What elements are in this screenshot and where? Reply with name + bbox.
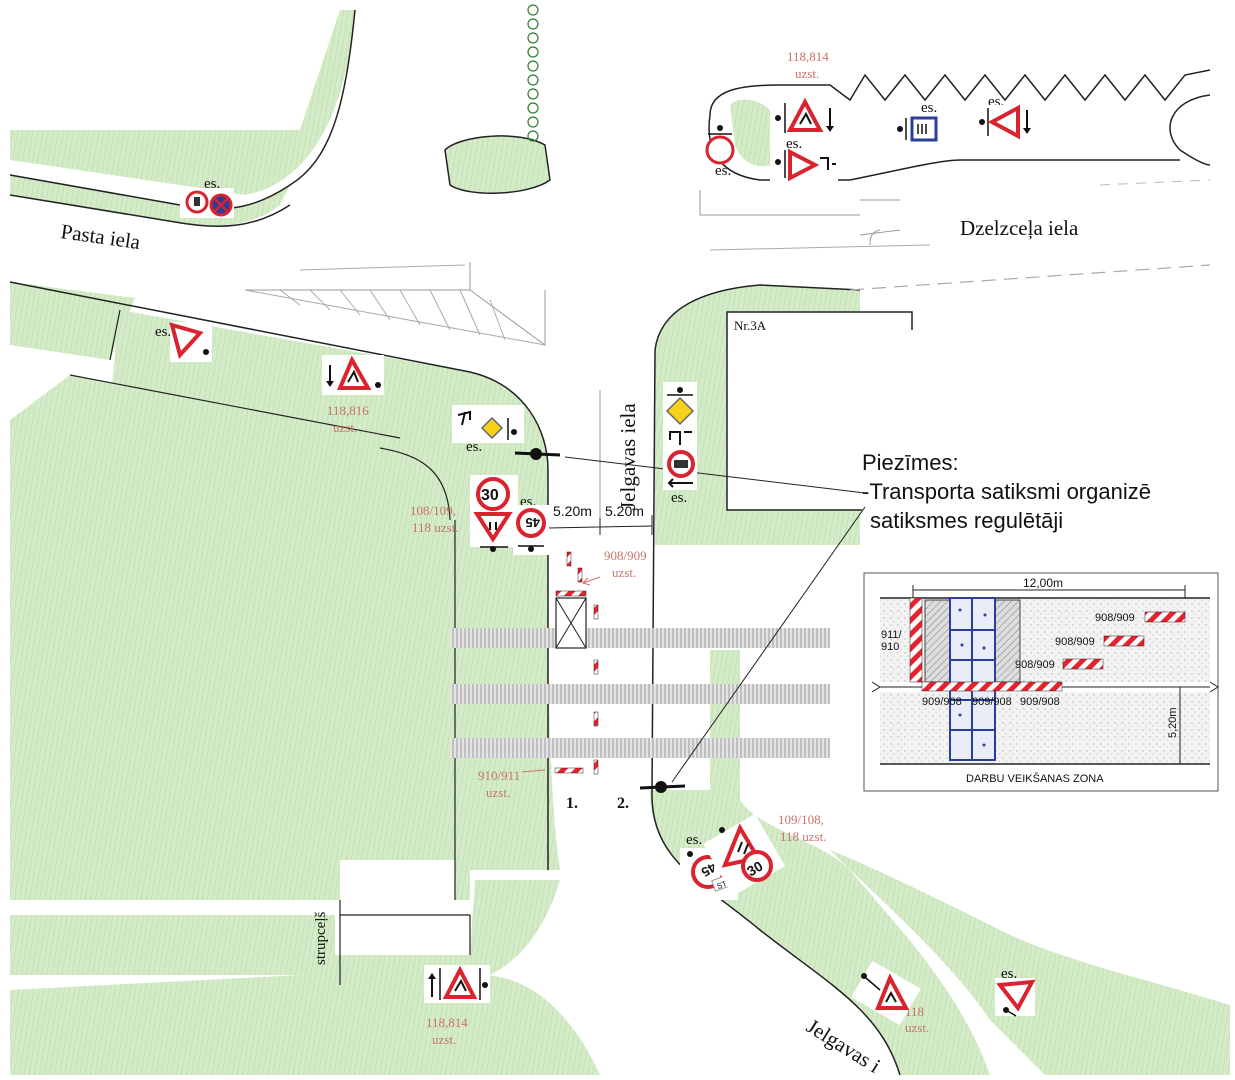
stop-circle-sign-dzelzcela (705, 125, 735, 165)
svg-text:118,814: 118,814 (426, 1015, 468, 1030)
svg-text:es.: es. (715, 163, 731, 179)
roadworks-sign-west (322, 355, 384, 395)
green-area-east-right (830, 850, 1230, 1075)
rail-track-3 (450, 738, 830, 758)
green-area-central-island (444, 135, 551, 194)
svg-text:es.: es. (921, 100, 937, 116)
svg-text:109/108,: 109/108, (778, 812, 824, 827)
speed-limit-45-west: 45 (513, 505, 549, 555)
inset-barrier-3: 908/909 (1015, 659, 1055, 671)
svg-text:uzst.: uzst. (612, 565, 636, 580)
street-jelgavas-north: Jelgavas iela (616, 403, 640, 510)
inset-width-label: 12,00m (1023, 576, 1063, 590)
svg-text:118 uzst.: 118 uzst. (412, 520, 458, 535)
speed-limit-30-west: 30 (470, 475, 518, 552)
rail-track-1 (450, 628, 830, 648)
inset-zone-title: DARBU VEIKŠANAS ZONA (966, 772, 1104, 785)
green-area-west-lower (10, 282, 135, 360)
svg-text:es.: es. (671, 490, 687, 506)
building-label: Nr.3A (734, 318, 767, 333)
traffic-controller-south (639, 506, 866, 793)
priority-road-sign-north (452, 405, 524, 443)
point-1-label: 1. (566, 795, 578, 812)
inset-bottom-1: 909/908 (922, 696, 962, 708)
inset-bottom-3: 909/908 (1020, 696, 1060, 708)
rail-track-2 (450, 684, 830, 704)
street-strupcels: strupceļš (313, 912, 329, 965)
svg-text:118,816: 118,816 (327, 403, 369, 418)
inset-height-label: 5,20m (1167, 707, 1179, 738)
point-2-label: 2. (617, 795, 629, 812)
svg-text:108/109,: 108/109, (410, 503, 456, 518)
red-annotations: 118,814 uzst. 118,816 uzst. 108/109, 118… (327, 49, 929, 1047)
dimension-right: 5.20m (605, 503, 644, 519)
inset-barrier-1: 908/909 (1095, 612, 1135, 624)
green-area-northwest (10, 10, 355, 195)
svg-text:908/909: 908/909 (604, 548, 647, 563)
green-area-west-median (450, 520, 560, 900)
inset-left-label-1: 911/ (881, 629, 903, 641)
svg-text:uzst.: uzst. (486, 785, 510, 800)
roadworks-sign-dzelzcela (770, 97, 838, 138)
speed-45-text: 45 (526, 515, 540, 530)
yield-speed-30-south: 30 (703, 814, 785, 896)
svg-text:uzst.: uzst. (795, 66, 819, 81)
work-zone-inset: 12,00m 911/ 910 908/909 908/909 908/909 … (863, 572, 1219, 792)
svg-text:es.: es. (155, 324, 171, 340)
priority-road-sign-east (663, 382, 697, 490)
street-pasta: Pasta iela (59, 219, 142, 254)
svg-text:uzst.: uzst. (905, 1020, 929, 1035)
speed-30-text: 30 (481, 487, 499, 504)
notes-title: Piezīmes: (862, 450, 959, 475)
notes-line-2: satiksmes regulētāji (870, 508, 1064, 533)
roadworks-sign-south-west (424, 965, 490, 1003)
yield-sign-south-east (995, 978, 1036, 1017)
inset-barrier-2: 908/909 (1055, 636, 1095, 648)
warning-sign-dzelzcela-east (978, 104, 1036, 140)
svg-text:uzst.: uzst. (333, 420, 357, 435)
svg-text:uzst.: uzst. (432, 1032, 456, 1047)
inset-left-label-2: 910 (881, 641, 899, 653)
green-area-south-strip (10, 975, 600, 1075)
info-sign-dzelzcela (895, 115, 941, 143)
svg-text:118,814: 118,814 (787, 49, 829, 64)
roadworks-sign-south-east (851, 960, 921, 1026)
svg-text:30: 30 (744, 858, 766, 880)
svg-text:es.: es. (686, 832, 702, 848)
green-area-dzelzcela-island (730, 99, 770, 167)
no-stopping-sign (180, 188, 234, 218)
yield-sign-dzelzcela (770, 148, 838, 182)
green-area-west-block (10, 375, 455, 900)
svg-text:118 uzst.: 118 uzst. (780, 829, 826, 844)
street-dzelzcela: Dzelzceļa iela (960, 216, 1079, 240)
svg-text:45: 45 (699, 860, 719, 880)
notes-panel: Piezīmes: -Transporta satiksmi organizē … (862, 448, 1222, 535)
svg-text:910/911: 910/911 (478, 768, 520, 783)
notes-line-1: -Transporta satiksmi organizē (862, 479, 1151, 504)
yield-sign-pasta (169, 322, 212, 362)
dimension-left: 5.20m (553, 503, 592, 519)
traffic-controller-north (514, 448, 866, 494)
inset-bottom-2: 909/908 (972, 696, 1012, 708)
barrier-markers (554, 551, 599, 775)
green-area-south-west (10, 880, 560, 975)
